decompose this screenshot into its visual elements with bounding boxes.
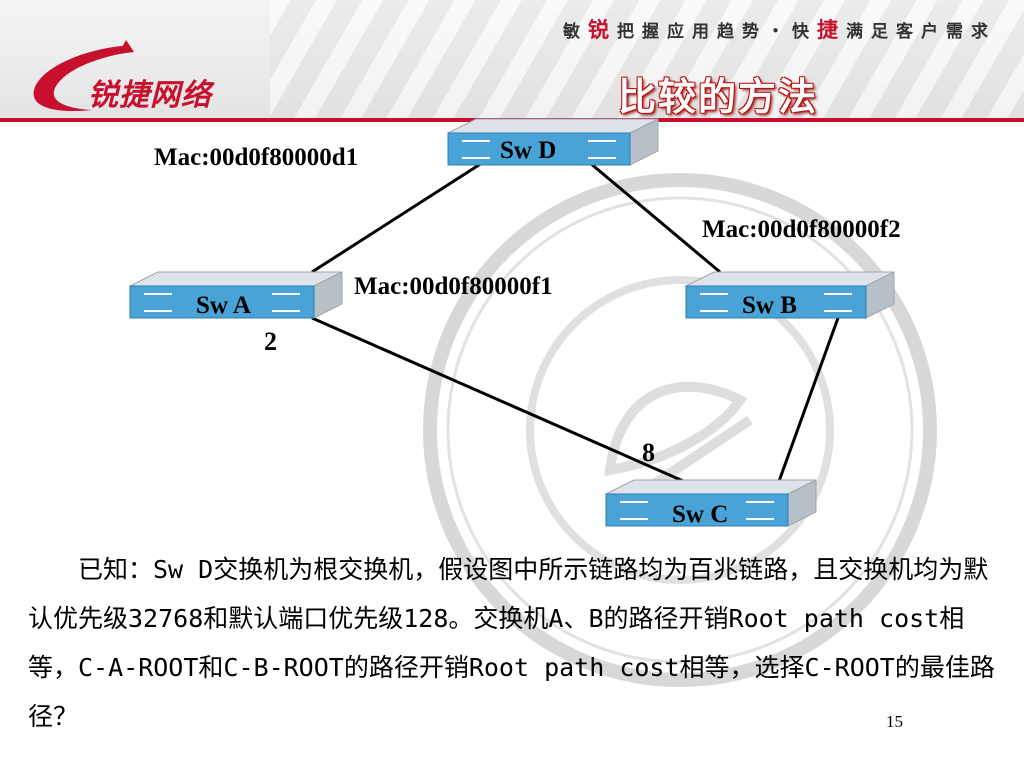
logo-swoosh-icon: [33, 40, 134, 112]
mac-label-d: Mac:00d0f80000d1: [154, 144, 359, 171]
slogan-part: 敏: [563, 22, 588, 42]
slide-title: 比较的方法: [618, 75, 819, 119]
switch-b-icon: [685, 271, 895, 319]
link-a-c: [311, 316, 691, 486]
switch-a-icon: [129, 271, 343, 319]
switch-b-label: Sw B: [742, 292, 797, 319]
header-band: [0, 0, 1024, 118]
link-b-c: [776, 317, 840, 485]
cost-label-a: 2: [264, 327, 277, 356]
slogan: 敏锐把握应用趋势・快捷满足客户需求: [563, 14, 996, 44]
slogan-highlight: 捷: [817, 18, 846, 42]
question-paragraph: 已知：Sw D交换机为根交换机，假设图中所示链路均为百兆链路，且交换机均为默认优…: [28, 555, 995, 731]
switch-d-icon: [447, 118, 659, 166]
mac-label-a: Mac:00d0f80000f1: [354, 273, 553, 300]
link-a-d: [311, 161, 483, 274]
slogan-highlight: 锐: [588, 18, 617, 42]
link-d-b: [589, 161, 721, 274]
mac-label-b: Mac:00d0f80000f2: [702, 216, 901, 243]
switch-c-label: Sw C: [672, 501, 729, 528]
switch-d-label: Sw D: [500, 137, 557, 164]
slogan-part: 满足客户需求: [846, 22, 996, 42]
page-number: 15: [886, 712, 903, 731]
logo-text: 锐捷网络: [88, 78, 212, 113]
switch-a-label: Sw A: [196, 292, 251, 319]
cost-label-c: 8: [642, 438, 655, 467]
slogan-part: 把握应用趋势・快: [617, 22, 817, 42]
switch-c-icon: [605, 479, 817, 527]
